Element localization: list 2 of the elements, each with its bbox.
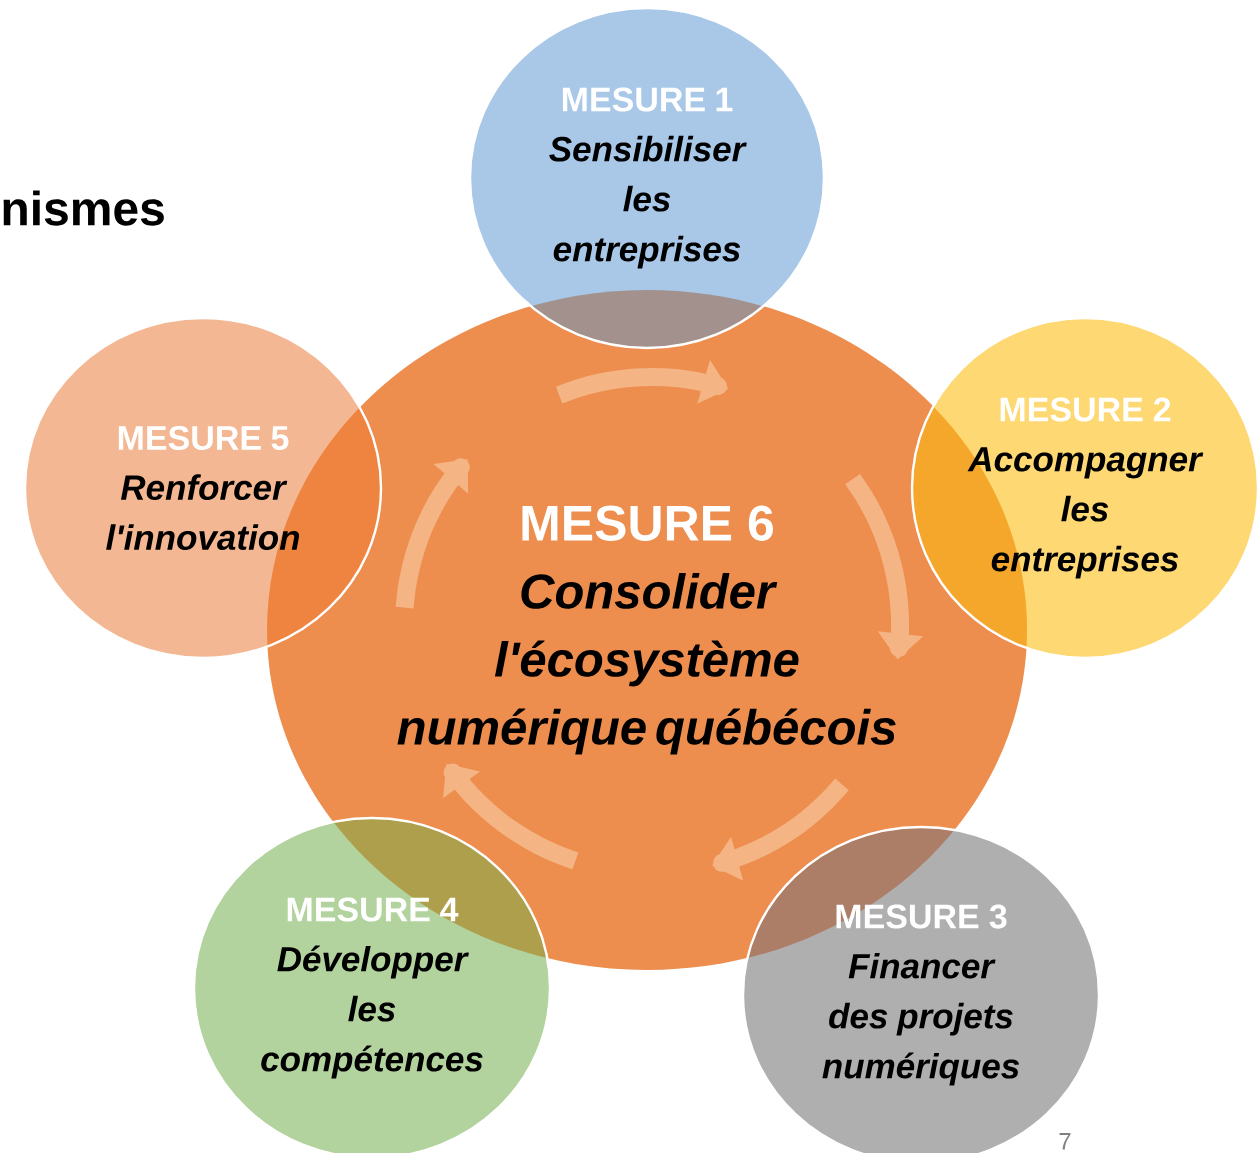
heading-fragment: nismes xyxy=(3,190,164,226)
page-number: 7 xyxy=(1059,1133,1071,1150)
